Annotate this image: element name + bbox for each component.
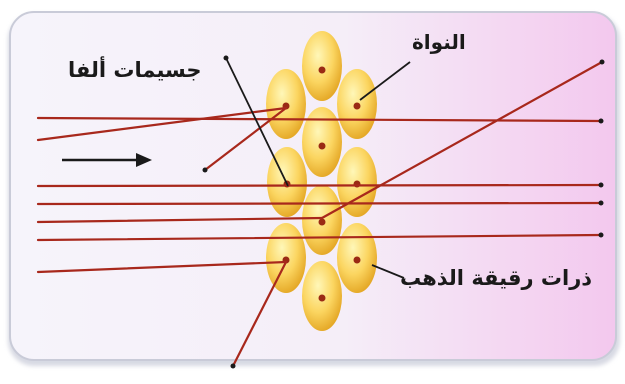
beam-end-dot [231, 364, 236, 369]
nucleus-dot [319, 295, 326, 302]
nucleus-dot [319, 67, 326, 74]
alpha-particles-label: جسيمات ألفا [68, 58, 202, 82]
gold-atom [302, 107, 342, 177]
nucleus-label: النواة [412, 30, 466, 54]
beam-end-dot [599, 183, 604, 188]
beam-end-dot [600, 60, 605, 65]
beam-end-dot [599, 233, 604, 238]
beam-end-dot [203, 168, 208, 173]
beam-end-dot [599, 201, 604, 206]
gold-atom [302, 31, 342, 101]
nucleus-dot [354, 103, 361, 110]
nucleus-dot [354, 257, 361, 264]
nucleus-dot [319, 219, 326, 226]
beam-straight [38, 203, 600, 204]
beam-straight [38, 185, 600, 186]
gold-foil-atoms-label: ذرات رقيقة الذهب [400, 266, 592, 290]
beam-end-dot [599, 119, 604, 124]
nucleus-dot [319, 143, 326, 150]
alpha-leader-dot [224, 56, 229, 61]
